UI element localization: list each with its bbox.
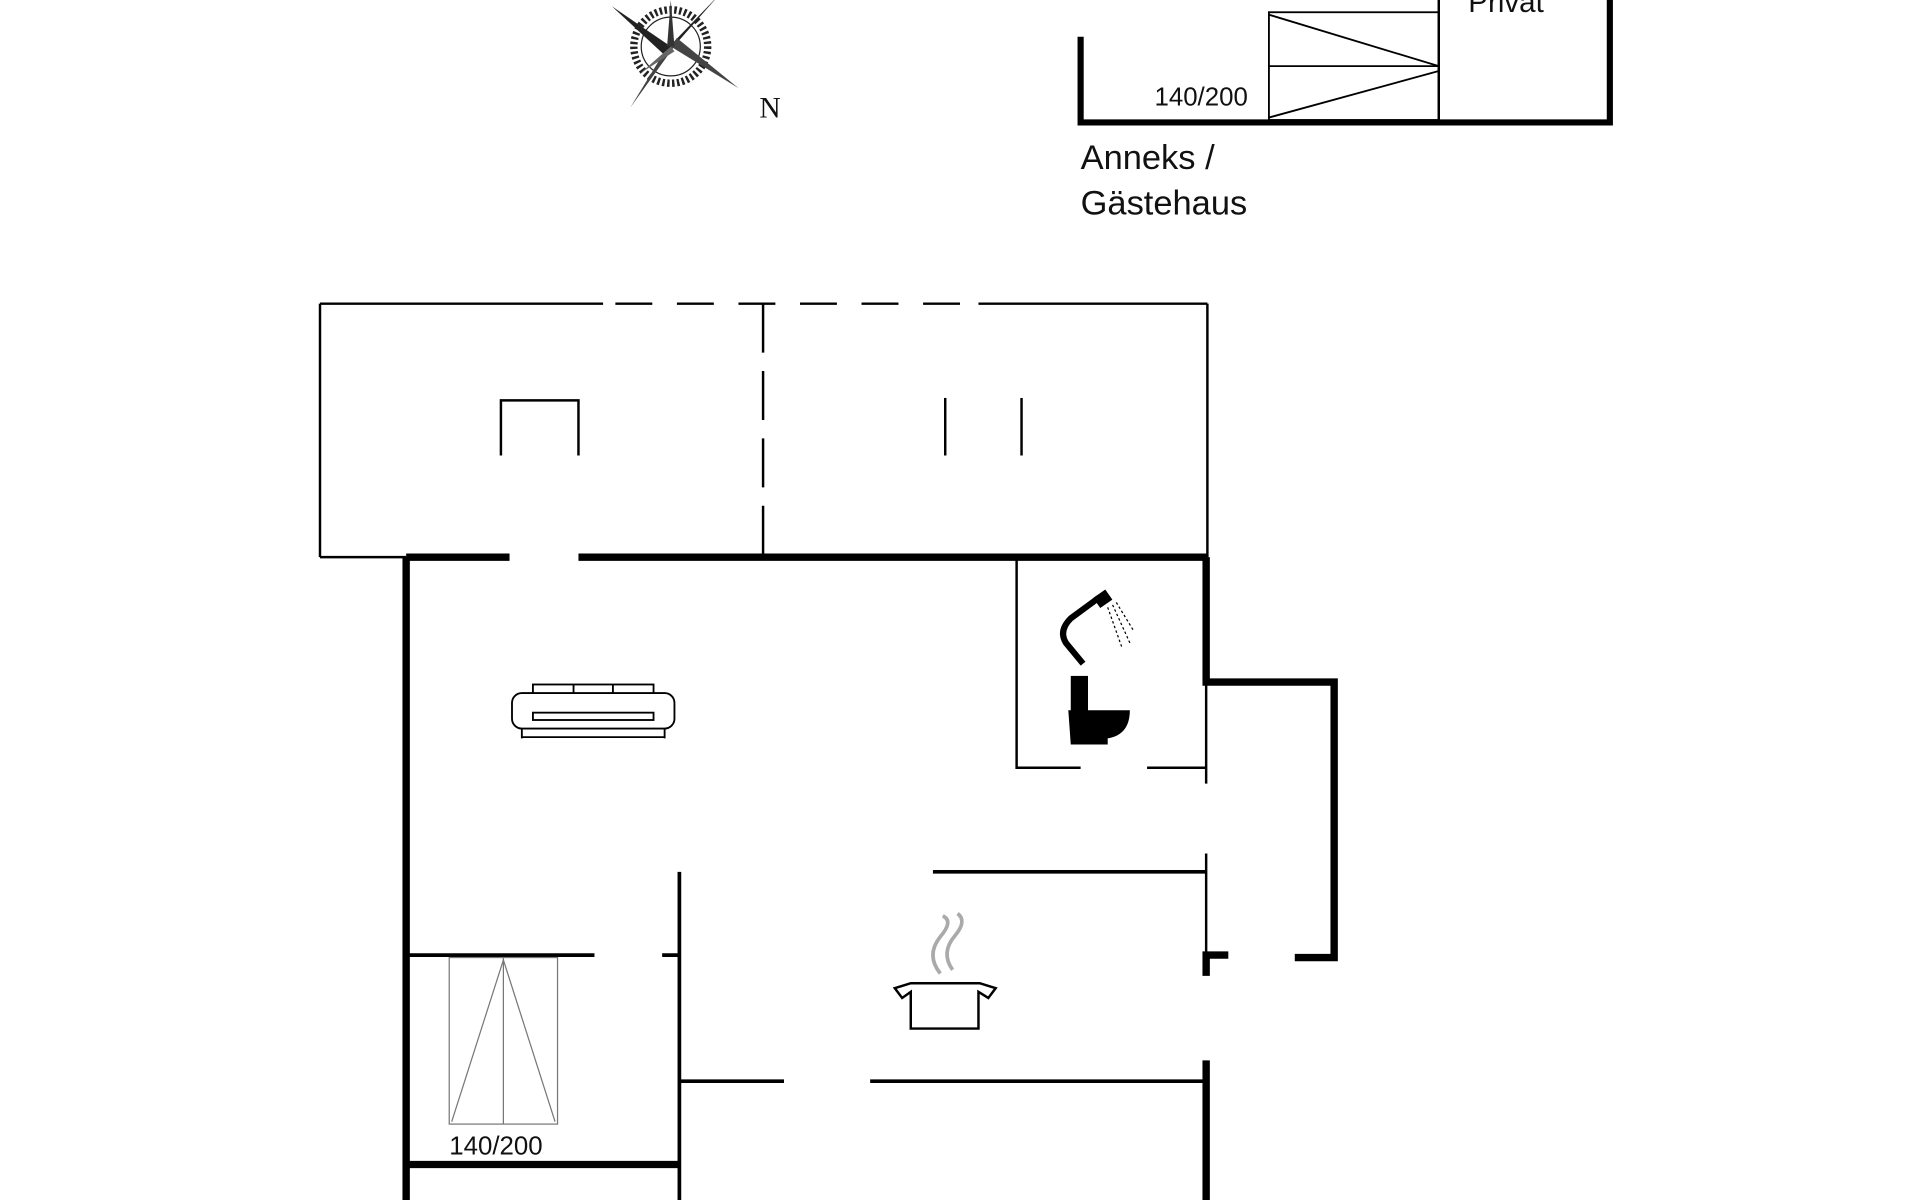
- kitchen-pot-icon: [892, 912, 998, 1030]
- shower-icon: [1060, 589, 1135, 666]
- grill-icon: [499, 399, 580, 456]
- annex-room-label: Privat: [1468, 0, 1543, 19]
- main-bed-icon: [448, 956, 559, 1125]
- annex-bed-icon: [1268, 11, 1440, 121]
- annex-bed-size: 140/200: [1154, 83, 1247, 111]
- annex-walls: [1077, 0, 1613, 126]
- annex-title-line1: Anneks /: [1081, 139, 1215, 177]
- main-house-walls: [402, 553, 1338, 1200]
- toilet-icon: [1068, 675, 1130, 745]
- annex-title-line2: Gästehaus: [1081, 184, 1248, 222]
- main-bed-size: 140/200: [449, 1133, 542, 1161]
- compass-rose-icon: [611, 0, 739, 108]
- terrace-outline: [318, 302, 1209, 559]
- compass-north-label: N: [759, 93, 780, 125]
- sofa-icon: [511, 683, 676, 739]
